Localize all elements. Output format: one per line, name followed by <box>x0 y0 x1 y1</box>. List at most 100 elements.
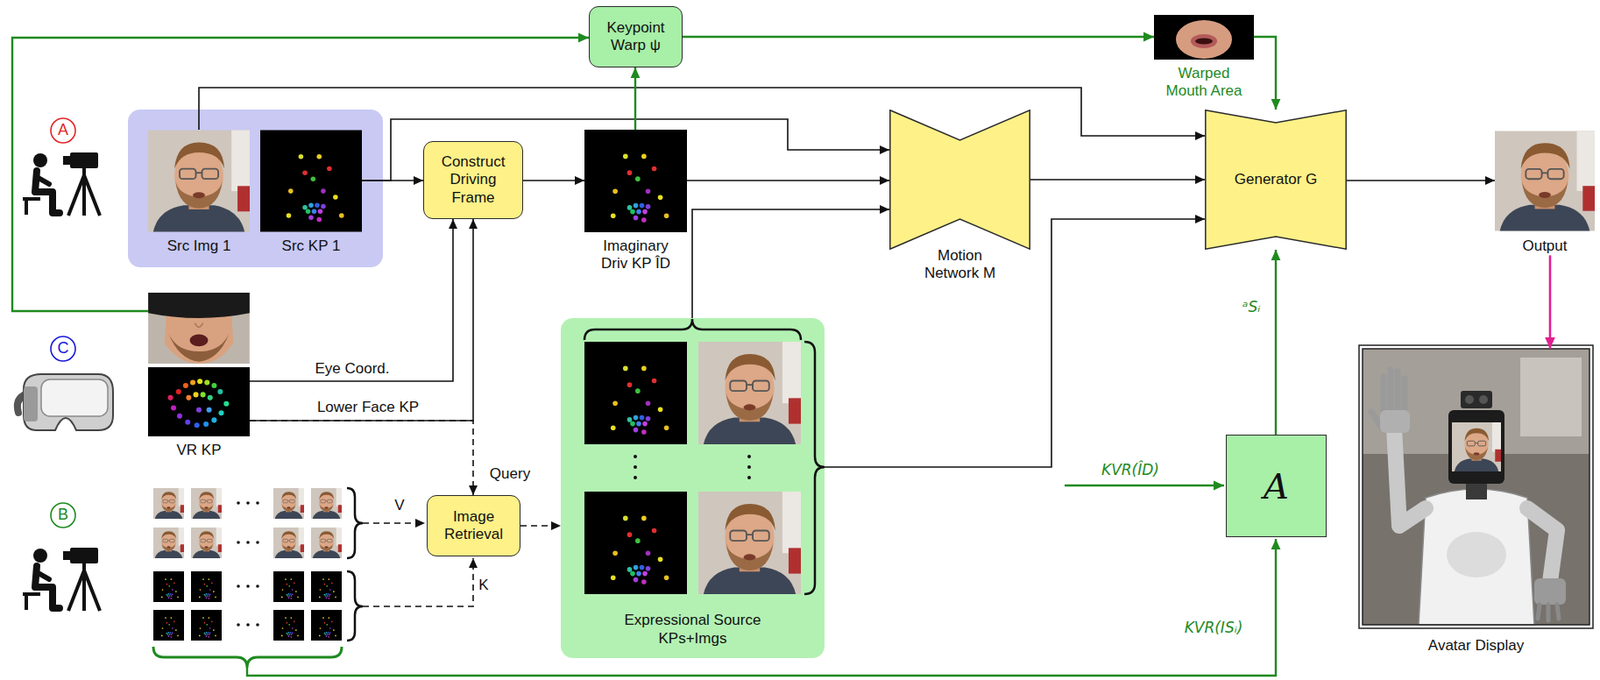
camera-icon <box>63 551 72 560</box>
photo-frame <box>1359 345 1593 629</box>
node-label: Output <box>1496 237 1593 255</box>
avatar-display: Avatar Display <box>1362 348 1590 655</box>
person-icon <box>22 153 60 215</box>
module-box: A <box>1225 434 1327 538</box>
photo <box>584 129 687 233</box>
vr-headset-icon <box>17 395 24 413</box>
wire-label: K <box>478 576 489 595</box>
person-icon <box>33 153 48 168</box>
photo <box>260 130 362 233</box>
robot-photo <box>1460 390 1493 409</box>
edge-label: Query <box>487 465 533 483</box>
robot-photo <box>1446 531 1507 578</box>
process-box: Keypoint Warp ψ <box>588 6 683 68</box>
person-icon <box>22 198 41 215</box>
dataset-thumbnails <box>273 527 305 559</box>
output-image: Output <box>1494 129 1595 255</box>
ellipsis-dots <box>246 623 250 627</box>
vr-headset-icon <box>23 386 38 422</box>
retrieved-panel: Expressional Source KPs+Imgs <box>560 318 825 659</box>
vr-headset-icon <box>23 374 114 431</box>
keypoint-image: Imaginary Driv KP ÎD <box>584 129 687 274</box>
connector <box>692 209 890 319</box>
callout-circle <box>50 336 76 362</box>
camera-icon <box>63 547 100 611</box>
robot-photo <box>1465 395 1474 404</box>
person-icon <box>35 566 60 609</box>
dataset-thumbnails <box>311 488 342 519</box>
robot-photo <box>1448 410 1505 484</box>
photo <box>584 341 687 445</box>
robot-photo <box>1418 488 1535 625</box>
photo <box>698 491 801 595</box>
node-label: Src Img 1 <box>150 237 248 255</box>
generator-network: Generator G <box>1204 109 1347 250</box>
vr-input: VR KP <box>148 292 250 460</box>
robot-photo <box>1394 427 1426 526</box>
bowtie-outline <box>1205 110 1346 249</box>
dataset-thumbnails <box>311 609 342 641</box>
connector <box>1549 254 1552 349</box>
connector <box>523 179 585 182</box>
connector <box>249 219 474 421</box>
brace <box>804 341 825 595</box>
dataset-thumbnails <box>273 488 305 519</box>
ellipsis-dots <box>255 540 260 545</box>
mouth-image: Warped Mouth Area <box>1153 14 1254 101</box>
callout-circle <box>50 118 76 143</box>
connector <box>682 35 1154 38</box>
photo-frame <box>1362 348 1590 625</box>
dataset-thumbnails <box>311 527 342 559</box>
dataset-thumbnails <box>153 609 185 641</box>
robot-photo <box>1527 508 1558 582</box>
robot-photo <box>1537 604 1559 621</box>
robot-photo <box>1520 357 1582 437</box>
robot-photo <box>1362 348 1590 625</box>
ellipsis-dots <box>236 501 241 505</box>
callout-letter: B <box>57 505 69 525</box>
photo <box>148 367 250 437</box>
dataset-thumbnails <box>273 571 305 602</box>
node-label: Src KP 1 <box>262 237 360 255</box>
callout-circle <box>50 502 76 528</box>
wire-label: V <box>394 496 404 515</box>
node-label: VR KP <box>150 441 248 460</box>
robot-photo <box>1479 395 1488 404</box>
person-icon <box>35 170 60 213</box>
connector <box>249 219 454 382</box>
dataset-thumbnails <box>273 609 305 641</box>
node-label: Warped Mouth Area <box>1162 64 1247 101</box>
dataset-thumbnails <box>191 488 222 519</box>
camera-icon <box>63 155 72 165</box>
green-wire <box>247 538 1276 676</box>
connector <box>12 37 589 312</box>
dataset-thumbnails <box>191 571 222 602</box>
callout-letter: C <box>57 339 70 359</box>
photo <box>1494 131 1595 232</box>
ellipsis-dots <box>255 623 260 627</box>
connector <box>1030 178 1205 181</box>
connector <box>249 420 474 496</box>
camera-icon <box>68 168 100 216</box>
ellipsis-dots <box>633 454 638 459</box>
bowtie-outline <box>890 110 1030 249</box>
dataset-thumbnails <box>153 488 342 641</box>
photo-frame <box>1359 345 1593 629</box>
ellipsis-dots <box>255 501 260 505</box>
ellipsis-dots <box>633 465 638 469</box>
connector <box>1253 36 1276 110</box>
ellipsis-dots <box>747 454 751 459</box>
person-icon <box>22 594 41 610</box>
person-icon <box>33 548 48 563</box>
robot-photo <box>1451 422 1501 472</box>
dataset-thumbnails <box>191 609 222 641</box>
ellipsis-dots <box>633 475 638 480</box>
ellipsis-dots <box>747 465 751 469</box>
node-label: A <box>1263 465 1289 508</box>
photo <box>148 292 250 364</box>
callout-circle <box>50 118 76 528</box>
ellipsis-dots <box>246 540 250 545</box>
node-label: Motion Network M <box>916 247 1005 284</box>
